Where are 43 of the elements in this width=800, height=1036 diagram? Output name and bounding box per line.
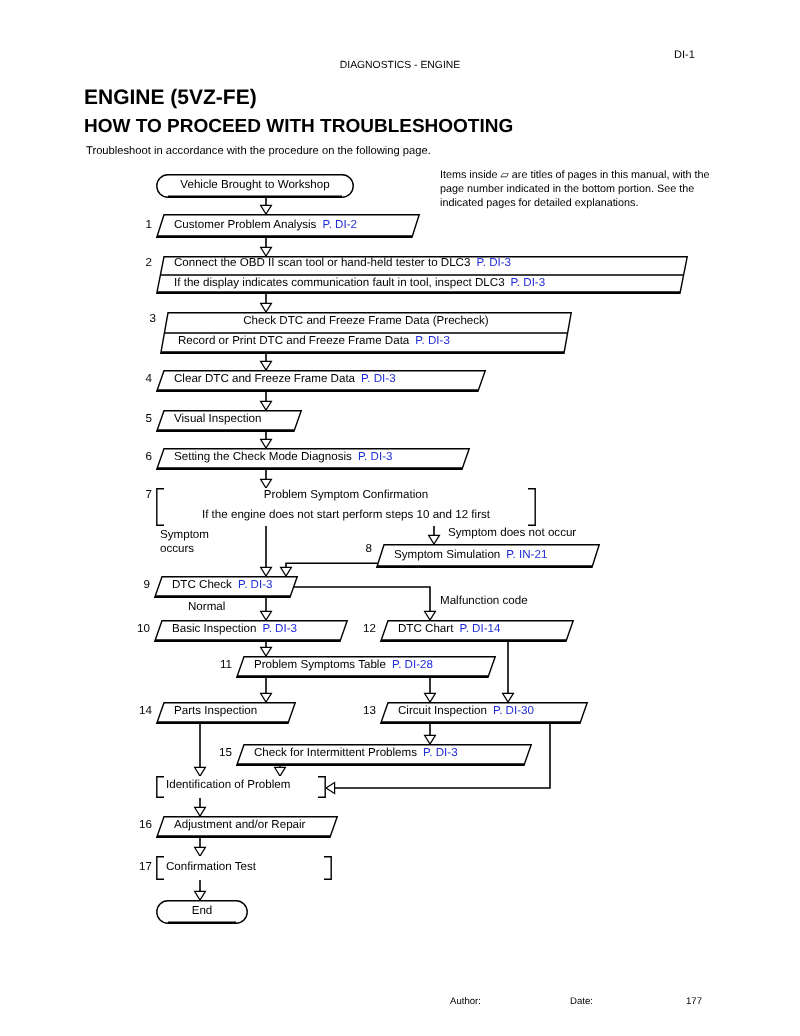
step-box (156, 256, 688, 294)
flow-arrow (194, 723, 206, 777)
step-box (156, 214, 420, 238)
flow-arrow (260, 353, 272, 371)
flow-arrow (260, 677, 272, 703)
flow-arrow (428, 525, 440, 545)
confirmation-box (156, 776, 326, 798)
flow-arrow (194, 797, 206, 817)
flow-arrow (260, 525, 272, 577)
flow-arrow (194, 879, 206, 901)
flow-arrow (260, 597, 272, 621)
flow-arrow (424, 723, 436, 745)
flow-arrow (260, 391, 272, 411)
flow-arrow (325, 723, 551, 794)
flow-arrow (260, 469, 272, 489)
flow-arrow (274, 765, 286, 777)
section-heading: HOW TO PROCEED WITH TROUBLESHOOTING (84, 116, 514, 139)
step-box (376, 544, 600, 568)
confirmation-box (156, 856, 332, 880)
step-box (154, 620, 348, 642)
flow-arrow (260, 197, 272, 215)
flow-arrow (260, 641, 272, 657)
step-box (156, 702, 296, 724)
step-box (380, 702, 588, 724)
step-box (380, 620, 574, 642)
flow-arrow (280, 562, 379, 577)
step-box (156, 448, 470, 470)
flow-arrow (194, 837, 206, 857)
flow-arrow (293, 586, 436, 621)
step-box (156, 816, 338, 838)
flow-arrow (260, 431, 272, 449)
step-box (160, 312, 572, 354)
flow-arrow (502, 641, 514, 703)
step-box (236, 656, 496, 678)
flow-arrow (260, 293, 272, 313)
flow-arrow (424, 677, 436, 703)
page-title: ENGINE (5VZ-FE) (84, 86, 257, 110)
step-box (154, 576, 298, 598)
step-box (236, 744, 532, 766)
step-box (156, 410, 302, 432)
step-box (156, 370, 486, 392)
flow-arrow (260, 237, 272, 257)
confirmation-box (156, 488, 536, 526)
